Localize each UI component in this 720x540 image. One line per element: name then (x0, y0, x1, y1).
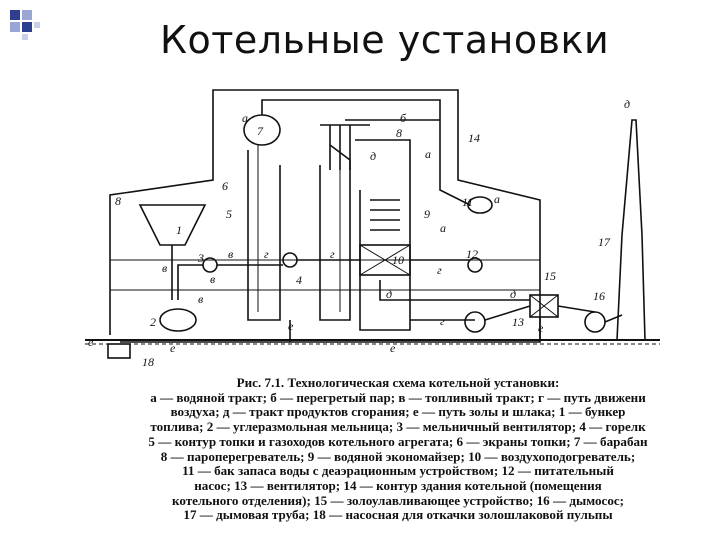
ash-pump-house (107, 343, 131, 359)
label-e3: е (390, 341, 396, 355)
economizer (370, 199, 400, 231)
label-g2: г (264, 247, 269, 261)
num-1: 1 (176, 223, 182, 237)
num-8b: 8 (115, 194, 121, 208)
label-e2: е (170, 341, 176, 355)
num-14: 14 (468, 131, 480, 145)
smoke-exhauster (584, 311, 606, 333)
label-d4: д (624, 97, 630, 111)
num-5: 5 (226, 207, 232, 221)
figure-caption: Рис. 7.1. Технологическая схема котельно… (78, 376, 718, 536)
caption-line: воздуха; д — тракт продуктов сгорания; е… (170, 404, 626, 420)
num-2: 2 (150, 315, 156, 329)
superheater (320, 124, 370, 170)
num-7: 7 (257, 124, 264, 138)
label-d2: д (386, 287, 392, 301)
label-g1: г (330, 247, 335, 261)
label-a1: а (242, 111, 248, 125)
building-contour (109, 89, 541, 340)
label-d1: д (370, 149, 376, 163)
num-4: 4 (296, 273, 302, 287)
num-12: 12 (466, 247, 478, 261)
label-g3: г (437, 263, 442, 277)
caption-line: 11 — бак запаса воды с деаэрационным уст… (182, 463, 614, 479)
label-d3: д (510, 287, 516, 301)
num-17: 17 (598, 235, 611, 249)
num-18: 18 (142, 355, 154, 369)
furnace (247, 144, 351, 321)
label-v1: в (228, 247, 233, 261)
num-10: 10 (392, 253, 404, 267)
caption-line: 5 — контур топки и газоходов котельного … (148, 433, 648, 449)
bullet-squares-icon (10, 10, 40, 40)
label-e4: е (538, 321, 544, 335)
label-a4: а (494, 192, 500, 206)
label-g4: г (440, 314, 445, 328)
fan (464, 311, 486, 333)
feed-pump (467, 257, 483, 273)
label-v2: в (162, 261, 167, 275)
num-15: 15 (544, 269, 556, 283)
num-13: 13 (512, 315, 524, 329)
caption-line: Рис. 7.1. Технологическая схема котельно… (236, 376, 560, 390)
num-6: 6 (222, 179, 228, 193)
label-v3: в (198, 292, 203, 306)
caption-line: насос; 13 — вентилятор; 14 — контур здан… (194, 477, 602, 493)
water-tank (467, 196, 493, 214)
chimney (616, 119, 646, 341)
caption-line: а — водяной тракт; б — перегретый пар; в… (150, 389, 646, 405)
label-v4: в (210, 272, 215, 286)
label-a2: а (425, 147, 431, 161)
mill (159, 308, 197, 332)
fuel-bunker (138, 204, 207, 246)
caption-line: топлива; 2 — углеразмольная мельница; 3 … (150, 419, 646, 435)
caption-line: котельного отделения); 15 — золоулавлива… (171, 492, 625, 508)
caption-line: 17 — дымовая труба; 18 — насосная для от… (183, 507, 613, 523)
num-11: 11 (462, 195, 473, 209)
slide-title: Котельные установки (160, 18, 610, 62)
num-3: 3 (197, 251, 204, 265)
num-8a: 8 (396, 126, 402, 140)
label-e1: е (288, 319, 294, 333)
label-e5: е (88, 335, 94, 349)
boiler-scheme-diagram: а б а д в г г а в е е е г г д д д е е в … (85, 89, 660, 369)
label-a3: а (440, 221, 446, 235)
num-16: 16 (593, 289, 605, 303)
caption-line: 8 — пароперегреватель; 9 — водяной эконо… (160, 448, 636, 464)
label-b1: б (400, 111, 407, 125)
num-9: 9 (424, 207, 430, 221)
